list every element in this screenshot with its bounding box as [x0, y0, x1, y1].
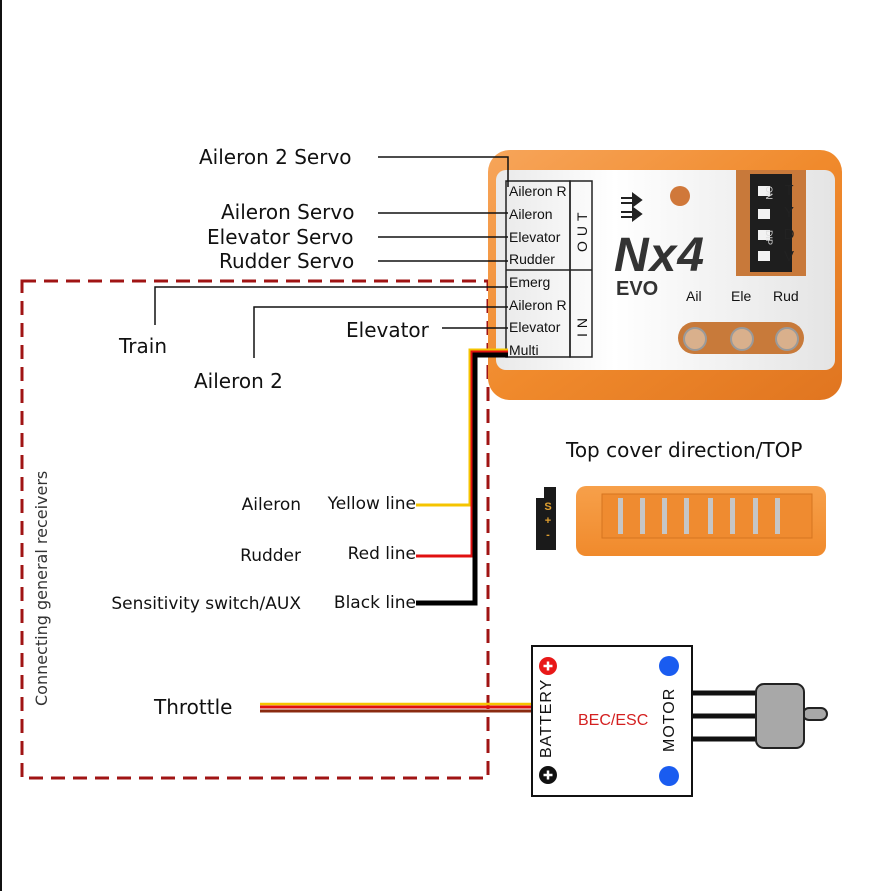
leader-train	[154, 286, 508, 325]
dip-function-v: V	[783, 248, 794, 265]
label-wire-black: Black line	[333, 593, 416, 613]
model-label: EVO	[616, 278, 659, 300]
direction-arrows-icon	[621, 192, 643, 222]
esc-title: BEC/ESC	[578, 712, 649, 729]
top-cover-title: Top cover direction/TOP	[566, 438, 803, 462]
in-pin-elevator: Elevator	[509, 319, 561, 335]
dip-function-labels: T Y D V	[782, 180, 796, 268]
brand-logo: Nx4	[614, 229, 706, 282]
dip-function-y: Y	[783, 204, 794, 221]
in-pin-emerg: Emerg	[509, 274, 551, 290]
battery-label: BATTERY	[538, 678, 555, 758]
pot-label-ail: Ail	[686, 288, 702, 304]
leader-aileron2-servo	[378, 156, 509, 187]
receiver-dashed-box	[20, 279, 490, 780]
connector-pin-s: S	[544, 501, 552, 513]
image-border	[0, 0, 2, 891]
in-pin-multi: Multi	[509, 342, 539, 358]
leader-aileron2	[253, 306, 508, 358]
label-rudder-servo: Rudder Servo	[219, 249, 355, 273]
multi-wire-black	[416, 352, 508, 606]
connector-pin-plus: +	[544, 515, 552, 527]
motor-terminal-top	[659, 656, 679, 676]
receiver-box-title: Connecting general receivers	[32, 470, 51, 706]
connector-pin-labels: S + -	[541, 500, 555, 542]
label-aileron-servo: Aileron Servo	[221, 200, 355, 224]
label-function-aileron: Aileron	[241, 495, 301, 515]
dip-label: DIP	[764, 230, 774, 246]
dip-on-label: ON	[764, 186, 774, 200]
dip-function-d: D	[783, 226, 795, 243]
motor-label: MOTOR	[661, 687, 678, 752]
dip-function-t: T	[784, 182, 794, 199]
label-function-rudder: Rudder	[240, 546, 301, 566]
motor-terminal-bottom	[659, 766, 679, 786]
label-elevator-servo: Elevator Servo	[207, 225, 354, 249]
label-throttle: Throttle	[154, 695, 233, 719]
label-function-aux: Sensitivity switch/AUX	[111, 594, 301, 614]
multi-wire-yellow	[416, 348, 508, 507]
in-pin-aileron-r: Aileron R	[509, 297, 567, 313]
pot-label-ele: Ele	[731, 288, 752, 304]
pot-label-rud: Rud	[773, 288, 799, 304]
label-train: Train	[119, 334, 167, 358]
in-group-label: IN	[574, 313, 590, 337]
top-cover-view	[536, 486, 826, 556]
label-wire-yellow: Yellow line	[327, 494, 416, 514]
out-pin-rudder: Rudder	[509, 251, 555, 267]
multi-wire-red	[416, 350, 508, 558]
nx4-device	[488, 150, 842, 400]
label-wire-red: Red line	[347, 544, 416, 564]
label-aileron2: Aileron 2	[194, 369, 283, 393]
out-pin-elevator: Elevator	[509, 229, 561, 245]
out-pin-aileron: Aileron	[509, 206, 553, 222]
connector-pin-minus: -	[546, 529, 550, 541]
out-pin-aileron-r: Aileron R	[509, 183, 567, 199]
motor-icon	[755, 683, 828, 749]
label-aileron2-servo: Aileron 2 Servo	[199, 145, 352, 169]
label-elevator-input: Elevator	[346, 318, 429, 342]
out-group-label: OUT	[574, 207, 590, 252]
